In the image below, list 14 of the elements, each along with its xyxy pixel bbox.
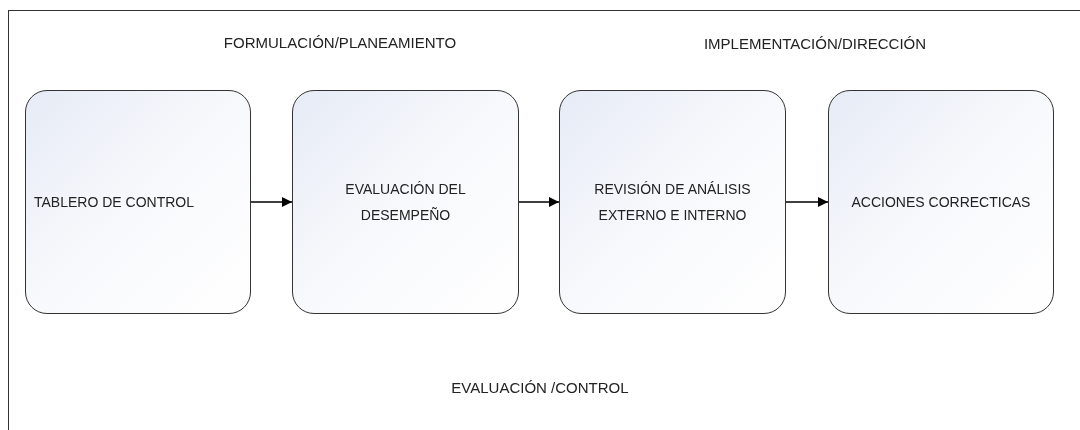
box-label: REVISIÓN DE ANÁLISIS EXTERNO E INTERNO [593, 180, 752, 225]
process-box [25, 90, 251, 314]
arrow [518, 197, 560, 207]
box-label: EVALUACIÓN DEL DESEMPEÑO [344, 180, 467, 225]
arrow [785, 197, 829, 207]
process-box [828, 90, 1054, 314]
stage-label: FORMULACIÓN/PLANEAMIENTO [223, 33, 457, 53]
stage-label: IMPLEMENTACIÓN/DIRECCIÓN [703, 34, 927, 54]
stage-label: EVALUACIÓN /CONTROL [451, 378, 629, 398]
process-box [292, 90, 519, 314]
box-label: ACCIONES CORRECTICAS [851, 193, 1031, 212]
process-box [559, 90, 786, 314]
box-label: TABLERO DE CONTROL [34, 193, 194, 212]
arrow [250, 197, 293, 207]
